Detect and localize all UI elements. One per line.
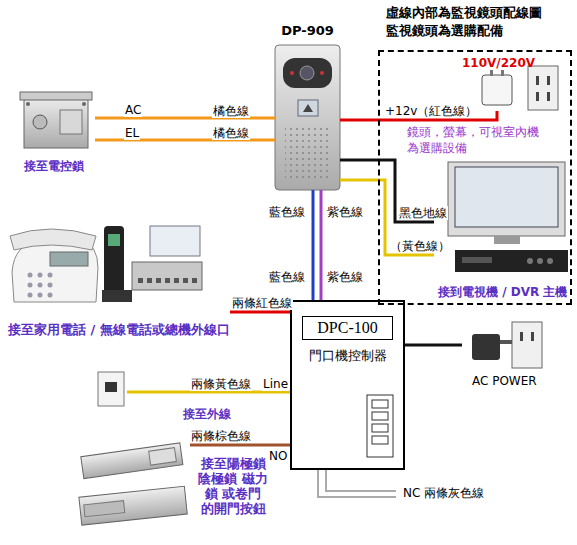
signal-name: Line <box>262 377 289 391</box>
door-locks: 接至陽極鎖 陰極鎖 磁力鎖 或卷門 的開門按鈕 <box>75 440 190 530</box>
door-panel <box>275 45 340 190</box>
wire <box>320 190 323 300</box>
ac-power: AC POWER <box>462 325 537 388</box>
controller-box: DPC-100 門口機控制器 <box>290 300 405 470</box>
wire-label: 紫色線 <box>326 205 364 219</box>
wire-color: 藍色線 <box>268 270 306 284</box>
nc-wires <box>318 470 396 497</box>
wire-label: 橘色線 <box>212 104 250 118</box>
note-text: 鏡頭，螢幕，可視室內機 為選購設備 <box>406 124 548 156</box>
wire-label: +12v（紅色線） <box>384 104 478 118</box>
tv-dvr <box>448 162 568 272</box>
wire <box>230 311 290 314</box>
door-panel: DP-909 <box>275 45 340 190</box>
ac-adapter <box>472 322 542 368</box>
model-name: DP-909 <box>275 23 340 38</box>
model-name: DPC-100 <box>302 316 393 340</box>
wire-label: 藍色線 <box>268 205 306 219</box>
device-label: 接至外線 <box>183 406 231 423</box>
voltage-label: 110V/220V <box>462 56 535 70</box>
wire-color: NC 兩條灰色線 <box>402 486 485 500</box>
wire-label: 兩條黃色線 <box>190 377 252 391</box>
wire <box>190 444 290 447</box>
device-label: 接到電視機 / DVR 主機 <box>438 284 567 301</box>
device-label: AC POWER <box>472 374 537 388</box>
wire-label: 兩條棕色線 <box>190 429 252 443</box>
device-label: 接至陽極鎖 陰極鎖 磁力鎖 或卷門 的開門按鈕 <box>197 456 269 516</box>
tv-dvr: 接到電視機 / DVR 主機 <box>434 162 570 302</box>
wire-color: 紫色線 <box>326 270 364 284</box>
phone-jack: 接至外線 <box>95 370 127 423</box>
signal-name: NO <box>268 449 288 463</box>
wire-name: AC <box>124 103 142 117</box>
telephones <box>10 226 202 302</box>
wire-label: 橘色線 <box>212 126 250 140</box>
region-heading: 虛線內部為監視鏡頭配線圖 監視鏡頭為選購配備 <box>386 4 554 40</box>
device-label: 接至家用電話 / 無線電話或總機外線口 <box>8 321 230 339</box>
door-locks <box>79 443 187 525</box>
adapter: 110V/220V <box>462 56 542 111</box>
power-adapter <box>482 66 558 110</box>
electric-lock <box>20 92 92 148</box>
wire-name: EL <box>124 126 140 140</box>
phone-jack <box>98 372 124 406</box>
wire-label: 兩條紅色線 <box>231 296 293 310</box>
device-name: 門口機控制器 <box>292 348 403 365</box>
wire <box>405 344 462 347</box>
telephone-set: 接至家用電話 / 無線電話或總機外線口 <box>5 215 230 339</box>
camera-region: 虛線內部為監視鏡頭配線圖 監視鏡頭為選購配備110V/220V接到電視機 / D… <box>378 50 572 305</box>
device-label: 接至電控鎖 <box>24 158 84 175</box>
dip-switch <box>367 395 393 457</box>
wire-label: （黃色線） <box>389 239 451 253</box>
wire <box>312 190 315 300</box>
wire-label: 黑色地線 <box>398 206 448 220</box>
electric-lock: 接至電控鎖 <box>20 88 95 175</box>
